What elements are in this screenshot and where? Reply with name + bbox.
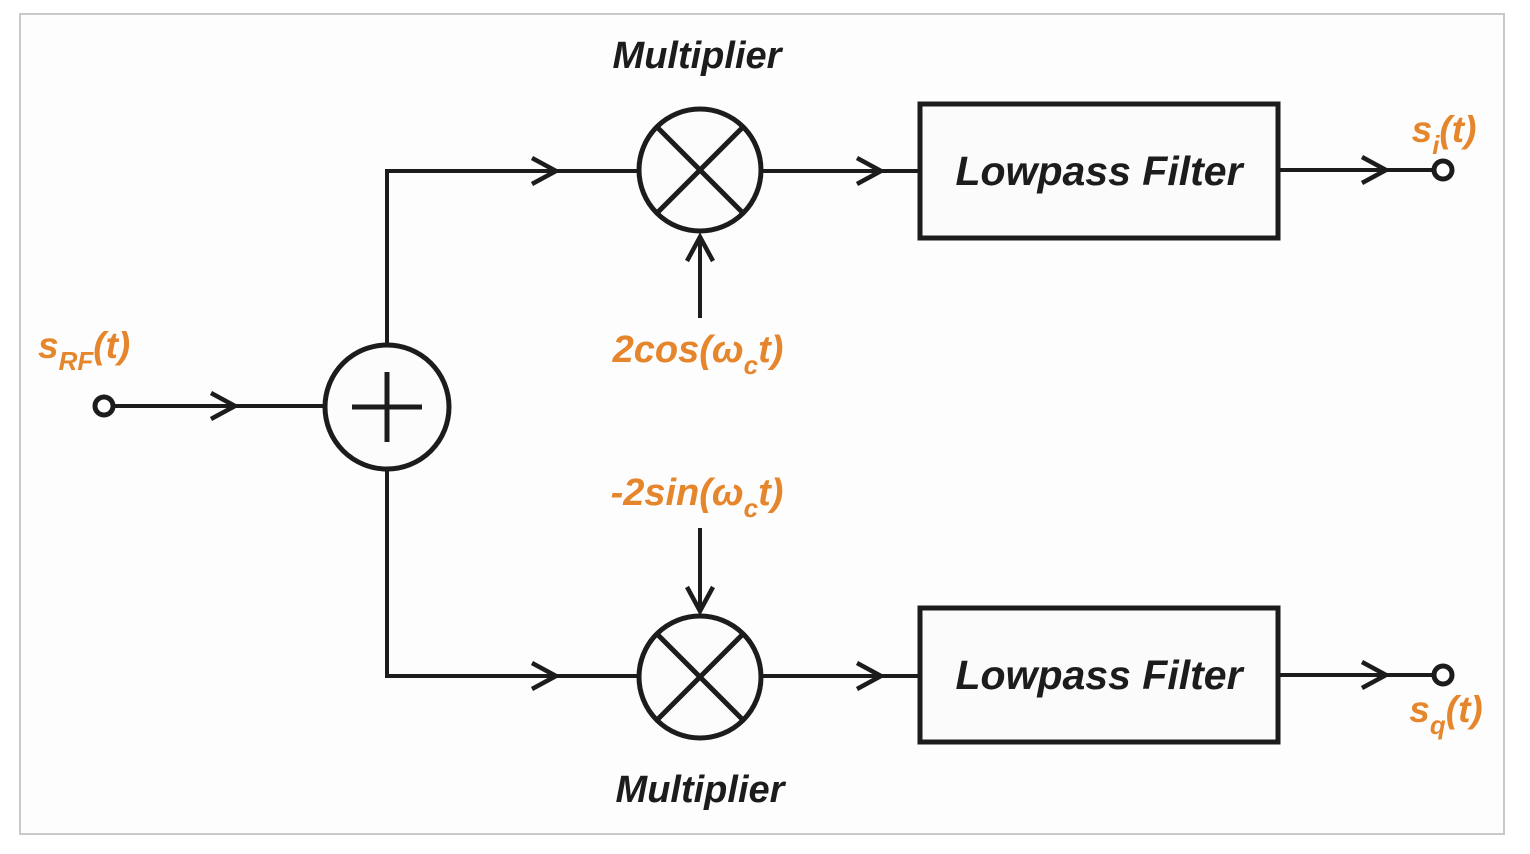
- output-q-rest: (t): [1446, 689, 1483, 730]
- input-label-rest: (t): [93, 325, 130, 366]
- osc-sin-arrowhead-icon: [685, 585, 715, 616]
- input-signal-label: sRF(t): [38, 325, 130, 376]
- lowpass-filter-top-block: [917, 101, 1281, 241]
- output-i-signal-label: si(t): [1412, 109, 1477, 160]
- mult-top-out-arrowhead-icon: [855, 156, 886, 186]
- output-q-sub: q: [1430, 710, 1446, 740]
- output-i-base: s: [1412, 109, 1433, 150]
- input-terminal-node-icon: [92, 394, 116, 418]
- lowpass-filter-top-label: Lowpass Filter: [955, 148, 1244, 194]
- input-label-base: s: [38, 325, 59, 366]
- output-q-terminal-node-icon: [1431, 663, 1455, 687]
- osc-sin-post: t): [758, 472, 783, 514]
- osc-cos-arrowhead-icon: [685, 232, 715, 263]
- osc-sin-sub: c: [744, 493, 759, 523]
- branch-top-arrowhead-icon: [530, 156, 561, 186]
- multiplier-bottom-x-stroke-2: [655, 632, 745, 722]
- lowpass-filter-bottom-block: [917, 605, 1281, 745]
- output-q-arrowhead-icon: [1360, 660, 1391, 690]
- output-i-sub: i: [1432, 130, 1440, 160]
- mult-bottom-out-arrowhead-icon: [855, 661, 886, 691]
- input-label-sub: RF: [59, 346, 95, 376]
- output-q-base: s: [1409, 689, 1430, 730]
- multiplier-bottom-title: Multiplier: [616, 769, 787, 811]
- output-i-arrowhead-icon: [1360, 155, 1391, 185]
- branch-bottom-arrowhead-icon: [530, 661, 561, 691]
- osc-cos-label: 2cos(ωct): [612, 329, 784, 380]
- canvas-border: [19, 13, 1505, 835]
- osc-sin-label: -2sin(ωct): [611, 472, 784, 523]
- osc-cos-post: t): [758, 329, 783, 371]
- output-i-rest: (t): [1439, 109, 1476, 150]
- input-arrowhead-icon: [209, 391, 240, 421]
- osc-sin-pre: -2sin(ω: [611, 472, 744, 514]
- multiplier-top-x-stroke-2: [655, 125, 745, 215]
- lowpass-filter-bottom-label: Lowpass Filter: [955, 652, 1244, 698]
- osc-cos-sub: c: [744, 350, 759, 380]
- osc-cos-pre: 2cos(ω: [612, 329, 744, 371]
- output-i-terminal-node-icon: [1431, 158, 1455, 182]
- multiplier-top-title: Multiplier: [613, 35, 784, 77]
- output-q-signal-label: sq(t): [1409, 689, 1482, 740]
